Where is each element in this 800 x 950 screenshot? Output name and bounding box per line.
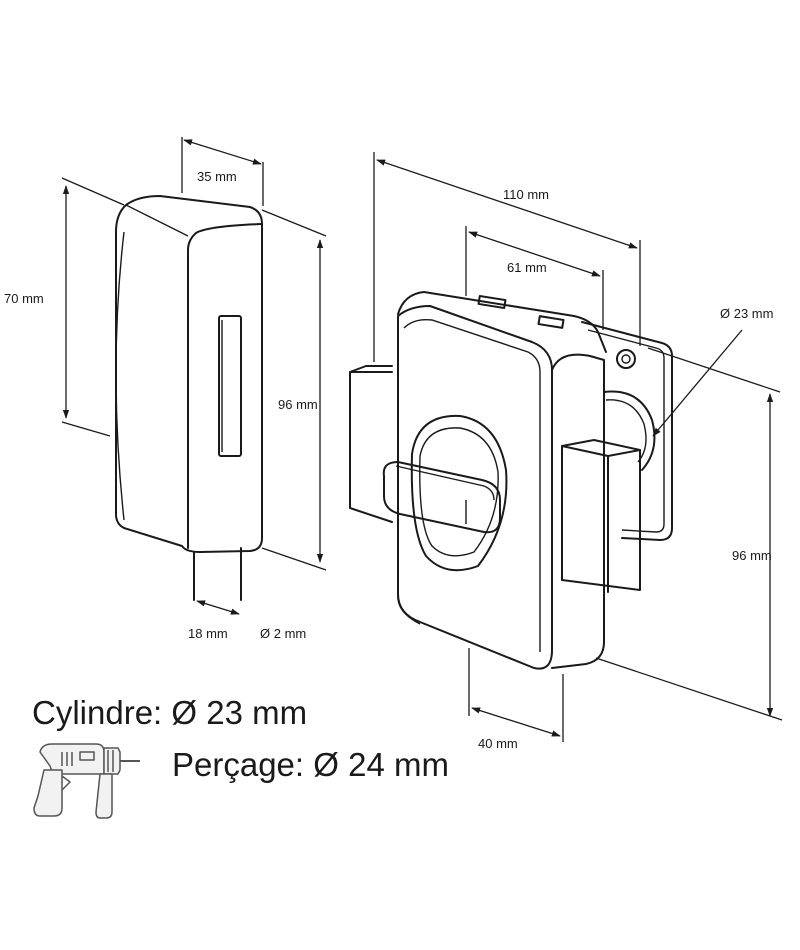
dim-label-body-height: 96 mm [732, 548, 772, 563]
dim-label-body-depth: 61 mm [507, 260, 547, 275]
extension-line [595, 657, 783, 721]
keep-top-bevel [125, 204, 189, 237]
dimension-line-61 [468, 231, 601, 277]
keep-side-curve [115, 231, 125, 521]
dimension-line-18 [196, 600, 240, 615]
body-dimensions: 110 mm 61 mm Ø 23 mm 96 mm 40 mm [373, 152, 783, 751]
mounting-plate [581, 321, 673, 541]
dimension-line-110 [376, 159, 638, 249]
drill-icon [33, 743, 140, 819]
cylinder-inner [605, 399, 647, 463]
dim-label-cylinder-diameter: Ø 23 mm [720, 306, 773, 321]
body-top [397, 291, 607, 353]
right-bolt [561, 439, 641, 591]
extension-line [261, 547, 327, 571]
mounting-plate-inner [587, 329, 665, 533]
keep-front-edge [187, 223, 263, 549]
thumbturn-handle [382, 461, 501, 534]
dim-label-body-width: 110 mm [503, 187, 549, 202]
dimension-line-40 [471, 707, 561, 737]
dim-label-keep-depth: 35 mm [197, 169, 237, 184]
thumbturn-handle-top [395, 465, 495, 501]
body-front-bevel [403, 318, 541, 652]
right-bolt-edge-top [561, 445, 609, 457]
top-slot-1 [477, 295, 507, 309]
thumbturn-ring-inner [419, 427, 499, 557]
dimension-line-35 [183, 139, 262, 165]
body-front-face [397, 305, 553, 670]
spec-drilling: Perçage: Ø 24 mm [172, 746, 449, 783]
dim-label-strike-depth: 18 mm [188, 626, 228, 641]
body-bottom-curve [397, 593, 421, 625]
screw-hole-inner [621, 354, 631, 364]
keep-front-face [115, 195, 263, 553]
leader-cylinder [652, 329, 743, 437]
strike-keep-drawing [115, 195, 263, 601]
extension-line [647, 347, 781, 393]
extension-line [261, 209, 327, 237]
dim-label-bolt-offset: 40 mm [478, 736, 518, 751]
dim-label-pin-diameter: Ø 2 mm [260, 626, 306, 641]
top-slot-2 [537, 315, 565, 329]
lock-body-drawing [349, 291, 673, 670]
dim-label-keep-length: 96 mm [278, 397, 318, 412]
body-side [551, 353, 605, 669]
keep-dimensions: 35 mm 70 mm 96 mm 18 mm Ø 2 mm [4, 137, 327, 641]
thumbturn-ring-outer [410, 414, 508, 572]
keep-slot [218, 315, 242, 457]
spec-cylinder: Cylindre: Ø 23 mm [32, 694, 307, 731]
right-bolt-edge-side [607, 449, 641, 457]
dim-label-keep-height: 70 mm [4, 291, 44, 306]
cylinder-outline [603, 390, 656, 471]
left-bolt [349, 365, 393, 523]
extension-line [61, 421, 111, 437]
extension-line [61, 177, 125, 206]
screw-hole [616, 349, 636, 369]
